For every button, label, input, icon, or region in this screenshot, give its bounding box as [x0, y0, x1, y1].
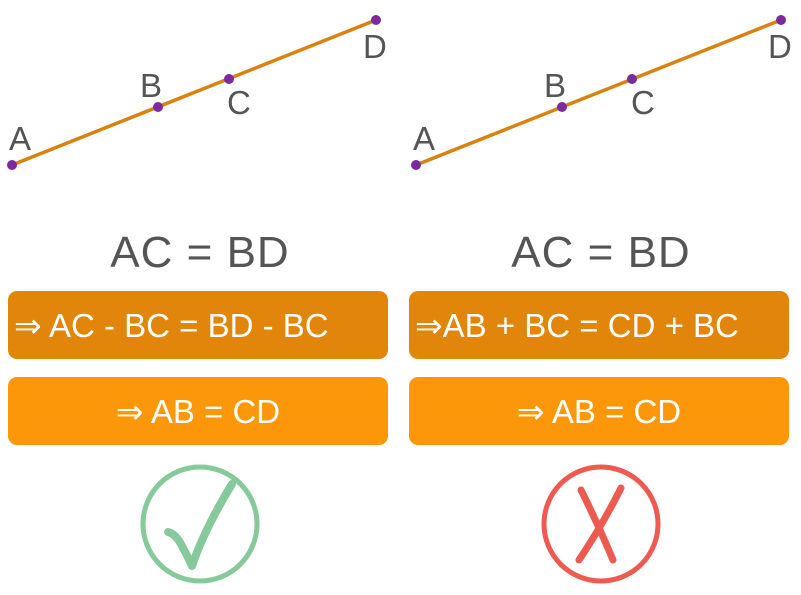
point-b	[557, 102, 567, 112]
segment-ad	[11, 18, 377, 167]
label-b: B	[544, 67, 566, 104]
point-c	[627, 74, 637, 84]
label-b: B	[140, 67, 162, 104]
given-equation: AC = BD	[110, 228, 290, 277]
step1-box: ⇒ AC - BC = BD - BC	[8, 291, 388, 359]
point-c	[224, 74, 234, 84]
right-segment-diagram: A B C D	[411, 15, 792, 170]
step2-box: ⇒ AB = CD	[8, 377, 388, 445]
point-a	[7, 160, 17, 170]
cross-icon	[541, 464, 661, 584]
label-d: D	[768, 28, 792, 65]
check-icon	[140, 464, 260, 584]
segment-ad	[415, 18, 782, 167]
right-panel: A B C D AC = BD ⇒AB + BC = CD + BC ⇒ AB …	[401, 0, 801, 595]
step2-text: ⇒ AB = CD	[115, 392, 281, 430]
step1-box: ⇒AB + BC = CD + BC	[409, 291, 789, 359]
given-equation: AC = BD	[511, 228, 691, 277]
label-d: D	[363, 28, 387, 65]
left-panel: A B C D AC = BD ⇒ AC - BC = BD - BC ⇒ AB…	[0, 0, 400, 595]
label-a: A	[9, 120, 31, 157]
point-b	[153, 102, 163, 112]
point-a	[411, 160, 421, 170]
step1-text: ⇒ AC - BC = BD - BC	[14, 306, 329, 344]
point-d	[371, 15, 381, 25]
label-c: C	[631, 84, 655, 121]
left-segment-diagram: A B C D	[7, 15, 387, 170]
point-d	[776, 15, 786, 25]
step1-text: ⇒AB + BC = CD + BC	[415, 306, 739, 344]
label-a: A	[413, 120, 435, 157]
label-c: C	[227, 84, 251, 121]
step2-box: ⇒ AB = CD	[409, 377, 789, 445]
step2-text: ⇒ AB = CD	[516, 392, 682, 430]
